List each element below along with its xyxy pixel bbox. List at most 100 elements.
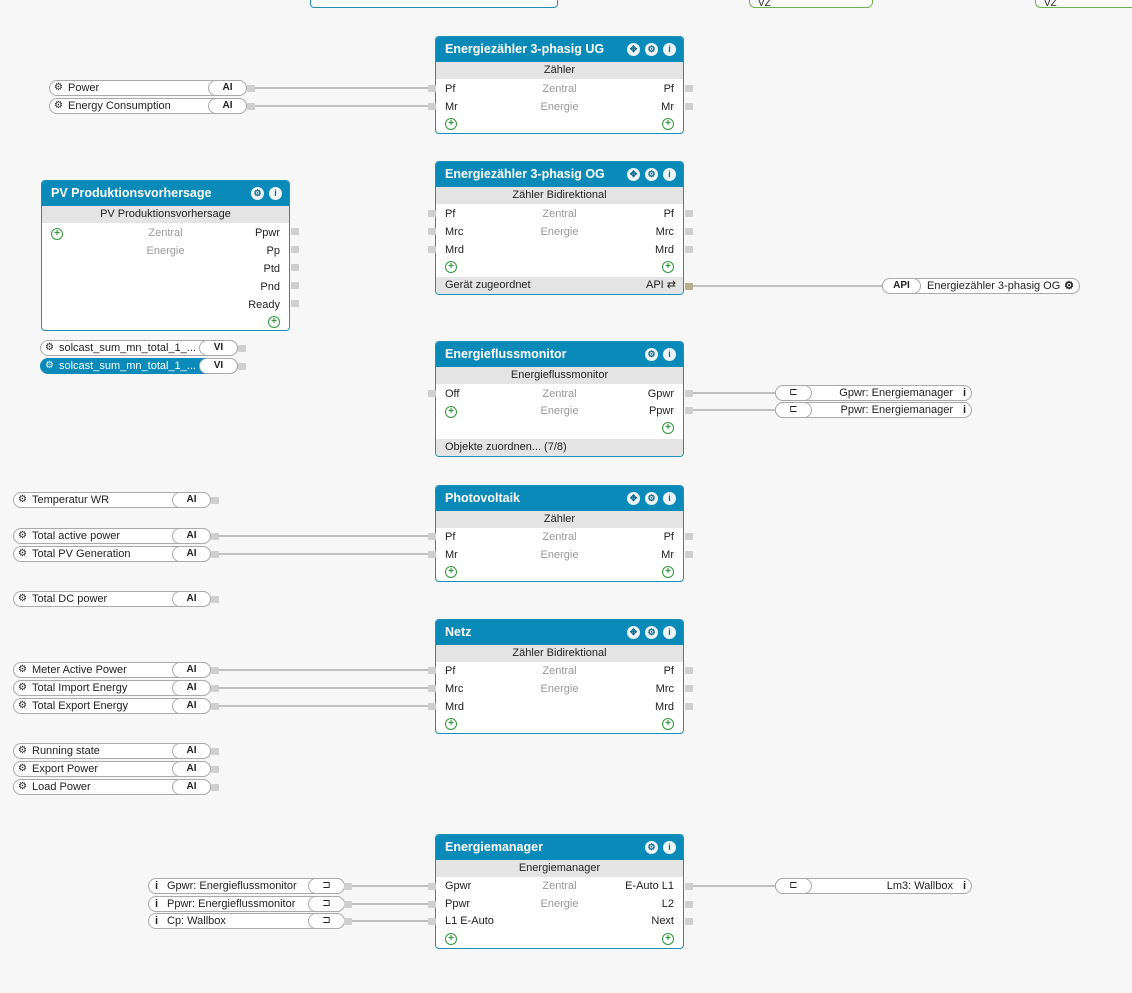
block-header[interactable]: Photovoltaik ✥⚙i xyxy=(436,486,683,511)
info-icon[interactable]: i xyxy=(663,492,676,505)
move-icon[interactable]: ✥ xyxy=(627,43,640,56)
port[interactable] xyxy=(428,703,436,710)
port[interactable] xyxy=(428,883,436,890)
add-input-icon[interactable]: + xyxy=(445,933,457,945)
info-icon[interactable]: i xyxy=(663,43,676,56)
block-footer[interactable]: Objekte zuordnen... (7/8) xyxy=(436,439,683,456)
port[interactable] xyxy=(685,210,693,217)
port[interactable] xyxy=(211,497,219,504)
top-node-partial-1[interactable]: VZ xyxy=(749,0,873,9)
port[interactable] xyxy=(428,228,436,235)
ref-lm3-wallbox[interactable]: ⊏ Lm3: Wallbox i xyxy=(775,878,972,894)
port[interactable] xyxy=(685,901,693,908)
port[interactable] xyxy=(211,766,219,773)
top-node-partial-2[interactable]: VZ xyxy=(1035,0,1132,9)
info-icon[interactable]: i xyxy=(663,168,676,181)
port[interactable] xyxy=(428,390,436,397)
port[interactable] xyxy=(291,300,299,307)
port[interactable] xyxy=(685,103,693,110)
port[interactable] xyxy=(344,883,352,890)
info-icon[interactable]: i xyxy=(663,626,676,639)
port[interactable] xyxy=(211,784,219,791)
block-header[interactable]: Energiezähler 3-phasig OG ✥⚙i xyxy=(436,162,683,187)
add-output-icon[interactable]: + xyxy=(662,422,674,434)
ref-cp-wallbox[interactable]: i Cp: Wallbox ⊐ xyxy=(148,913,345,929)
port[interactable] xyxy=(247,85,255,92)
port[interactable] xyxy=(238,363,246,370)
port[interactable] xyxy=(211,703,219,710)
add-input-icon[interactable]: + xyxy=(445,566,457,578)
port[interactable] xyxy=(685,533,693,540)
info-icon[interactable]: i xyxy=(663,348,676,361)
port[interactable] xyxy=(211,748,219,755)
gear-icon[interactable]: ⚙ xyxy=(645,841,658,854)
ref-gpwr-energiemanager[interactable]: ⊏ Gpwr: Energiemanager i xyxy=(775,385,972,401)
port[interactable] xyxy=(685,407,693,414)
port[interactable] xyxy=(211,667,219,674)
block-energiezaehler-og[interactable]: Energiezähler 3-phasig OG ✥⚙i Zähler Bid… xyxy=(435,161,684,295)
port[interactable] xyxy=(428,685,436,692)
port-api[interactable] xyxy=(685,283,693,290)
port[interactable] xyxy=(428,246,436,253)
add-input-icon[interactable]: + xyxy=(445,718,457,730)
port[interactable] xyxy=(685,551,693,558)
gear-icon[interactable]: ⚙ xyxy=(645,43,658,56)
move-icon[interactable]: ✥ xyxy=(627,168,640,181)
port[interactable] xyxy=(211,596,219,603)
port[interactable] xyxy=(685,685,693,692)
port[interactable] xyxy=(685,228,693,235)
port[interactable] xyxy=(428,551,436,558)
gear-icon[interactable]: ⚙ xyxy=(645,168,658,181)
block-header[interactable]: Energiemanager ⚙i xyxy=(436,835,683,860)
gear-icon[interactable]: ⚙ xyxy=(251,187,264,200)
port[interactable] xyxy=(428,210,436,217)
gear-icon[interactable]: ⚙ xyxy=(645,626,658,639)
block-pv-produktionsvorhersage[interactable]: PV Produktionsvorhersage ⚙i PV Produktio… xyxy=(41,180,290,331)
port[interactable] xyxy=(238,345,246,352)
port[interactable] xyxy=(685,703,693,710)
port[interactable] xyxy=(291,246,299,253)
add-output-icon[interactable]: + xyxy=(268,316,280,328)
input-solcast-1[interactable]: ⚙solcast_sum_mn_total_1_...VI xyxy=(40,340,238,356)
move-icon[interactable]: ✥ xyxy=(627,492,640,505)
add-output-icon[interactable]: + xyxy=(662,118,674,130)
port[interactable] xyxy=(428,901,436,908)
port[interactable] xyxy=(344,901,352,908)
api-reference[interactable]: API Energiezähler 3-phasig OG ⚙ xyxy=(882,278,1080,294)
add-output-icon[interactable]: + xyxy=(662,566,674,578)
block-header[interactable]: PV Produktionsvorhersage ⚙i xyxy=(42,181,289,206)
port[interactable] xyxy=(685,85,693,92)
port[interactable] xyxy=(211,533,219,540)
port[interactable] xyxy=(685,883,693,890)
port[interactable] xyxy=(291,282,299,289)
add-output-icon[interactable]: + xyxy=(662,933,674,945)
port[interactable] xyxy=(291,264,299,271)
add-input-icon[interactable]: + xyxy=(445,118,457,130)
port[interactable] xyxy=(428,103,436,110)
port[interactable] xyxy=(247,103,255,110)
port[interactable] xyxy=(685,246,693,253)
ref-ppwr-energieflussmonitor[interactable]: i Ppwr: Energieflussmonitor ⊐ xyxy=(148,896,345,912)
port[interactable] xyxy=(428,667,436,674)
port[interactable] xyxy=(685,667,693,674)
port[interactable] xyxy=(428,85,436,92)
move-icon[interactable]: ✥ xyxy=(627,626,640,639)
input-solcast-2[interactable]: ⚙solcast_sum_mn_total_1_...VI xyxy=(40,358,238,374)
assign-objects-link[interactable]: Objekte zuordnen... (7/8) xyxy=(445,441,567,453)
port[interactable] xyxy=(291,228,299,235)
add-input-icon[interactable]: + xyxy=(445,261,457,273)
block-header[interactable]: Energieflussmonitor ⚙i xyxy=(436,342,683,367)
